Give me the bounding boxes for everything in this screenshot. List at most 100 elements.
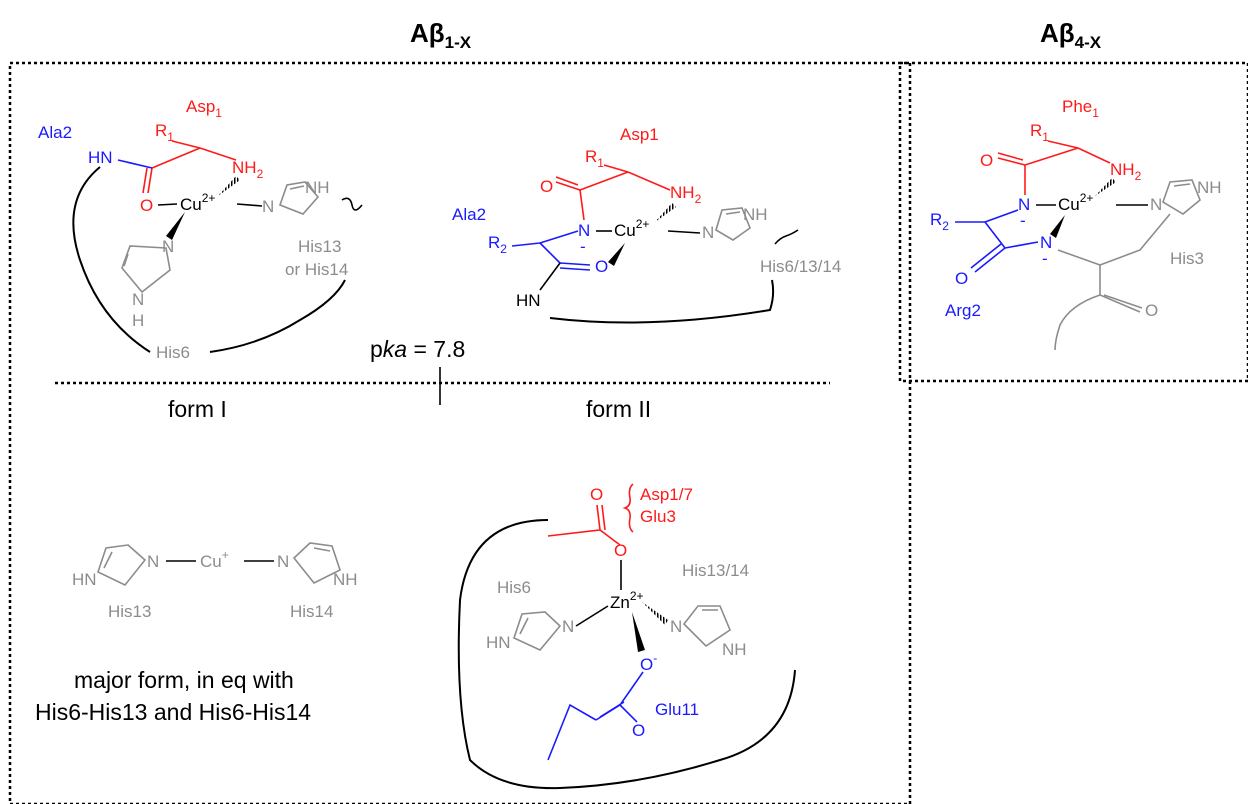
form2-bond-carbonyl-n — [579, 189, 585, 221]
form2-brace — [774, 229, 799, 245]
zn-hash-right — [642, 602, 668, 625]
form1-hash-nh2 — [218, 176, 240, 196]
form1-ala2-label: Ala2 — [38, 123, 72, 142]
ab4-bond-r1 — [1047, 140, 1079, 149]
ab4-bond-calpha-nh2 — [1077, 147, 1111, 164]
cu1-his14-label: His14 — [290, 602, 333, 621]
zn-carboxylate-bot — [547, 671, 644, 761]
form2-o2-label: O — [595, 257, 608, 276]
form2-bond-co-hn — [539, 262, 561, 291]
form2-bond-calpha-nh2 — [627, 171, 671, 191]
zn-his1314-label: His13/14 — [682, 561, 749, 580]
zn-his6-label: His6 — [497, 578, 531, 597]
form2-r2-label: R2 — [488, 233, 507, 256]
zn-imid-right — [682, 605, 731, 648]
zn-structure: O Asp1/7 Glu3 O His6 His13/14 Zn2+ HN N … — [457, 483, 796, 790]
form-i-structure: Asp1 R1 Ala2 HN O NH2 Cu2+ NH N N N H Hi — [38, 97, 363, 362]
form1-his6-label: His6 — [156, 343, 190, 362]
form1-o-label: O — [140, 196, 153, 215]
zn-imid-left — [513, 611, 562, 651]
ab4-wedge-n2 — [1050, 215, 1065, 238]
form1-peptide-chain — [72, 166, 151, 353]
form2-imid-n-label: N — [702, 223, 714, 242]
ab4-bond-co2-n2 — [1004, 241, 1039, 249]
caption-line1: major form, in eq with — [74, 667, 294, 693]
form2-ala2-label: Ala2 — [452, 205, 486, 224]
zn-n-left-label: N — [562, 617, 574, 636]
zn-wedge-o — [632, 612, 645, 652]
form2-nh2-label: NH2 — [670, 183, 702, 206]
form1-hn-label: HN — [88, 148, 113, 167]
form1-bond-carbonyl-n — [117, 159, 153, 169]
form1-nh2-label: NH2 — [232, 158, 264, 181]
form2-r1-label: R1 — [585, 147, 604, 170]
zn-hn-label: HN — [486, 633, 511, 652]
form2-bond-r1 — [603, 164, 629, 173]
ab4-o2-label: O — [955, 269, 968, 288]
form2-his-label: His6/13/14 — [760, 257, 841, 276]
cu1-imid-left — [97, 544, 147, 586]
ab4-n2-label: N — [1040, 233, 1052, 252]
form1-r1-label: R1 — [155, 121, 174, 144]
form1-imid-lower — [121, 245, 171, 294]
ab4-n2-minus: - — [1042, 249, 1048, 268]
form2-bond-calpha-co — [539, 242, 561, 264]
cu1-hn-label: HN — [72, 570, 97, 589]
zn-glu11-label: Glu11 — [655, 700, 699, 719]
form1-bond-cu-imid — [236, 203, 263, 207]
cu1-his13-label: His13 — [108, 602, 151, 621]
form1-cu-label: Cu2+ — [180, 191, 215, 214]
form1-imid2-n-label: N — [162, 237, 174, 256]
form2-bond-cu-imid — [667, 230, 701, 234]
ab4-n1-label: N — [1018, 195, 1030, 214]
cu1-n1-label: N — [147, 552, 159, 571]
ab4-r2-label: R2 — [930, 210, 949, 233]
ab4-o3-label: O — [1145, 301, 1158, 320]
ab4-n1-minus: - — [1020, 211, 1026, 230]
form1-imid-n-label: N — [262, 197, 274, 216]
ab4-phe-label: Phe1 — [1062, 97, 1099, 120]
zn-chain — [457, 519, 796, 790]
zn-glu3-label: Glu3 — [640, 507, 676, 526]
form2-bond-calpha-carbonyl — [579, 171, 629, 191]
zn-o-bot-label: O — [632, 721, 645, 740]
form2-label: form II — [586, 396, 651, 422]
ab4-imid-nh-label: NH — [1197, 178, 1222, 197]
form1-asp-label: Asp1 — [186, 97, 222, 120]
ab4-bond-calpha-co — [1024, 147, 1079, 166]
cu1-structure: HN N Cu+ N NH His13 His14 — [72, 542, 358, 621]
pka-label: pka = 7.8 — [370, 336, 465, 362]
form2-imid — [715, 207, 751, 241]
caption-line2: His6-His13 and His6-His14 — [35, 699, 311, 725]
form1-bond-carbonyl-o — [142, 167, 153, 194]
form1-imid-nh-label: NH — [305, 178, 330, 197]
left-heading: Aβ1-X — [410, 18, 472, 52]
form2-bond-r2 — [511, 242, 541, 247]
form2-bond-carbonyl-o — [555, 176, 581, 191]
ab4-r1-label: R1 — [1030, 121, 1049, 144]
form1-bond-calpha-nh2 — [199, 147, 237, 161]
ab4-bond-co2-o — [970, 243, 1006, 273]
form2-bond-co-o — [559, 262, 591, 271]
form1-his13-label: His13 — [298, 237, 341, 256]
form2-n-label: N — [578, 221, 590, 240]
ab4-chain — [1054, 294, 1101, 351]
form1-imid2-h-label: H — [132, 311, 144, 330]
form2-imid-nh-label: NH — [743, 205, 768, 224]
zn-nh-right-label: NH — [722, 640, 747, 659]
form2-wedge-o — [608, 243, 625, 266]
ab4-imid-n-label: N — [1150, 195, 1162, 214]
form2-asp-label: Asp1 — [620, 125, 659, 144]
ab4-cu-label: Cu2+ — [1058, 191, 1093, 214]
form2-hash-nh2 — [655, 203, 676, 222]
form2-o-label: O — [540, 177, 553, 196]
zn-n-right-label: N — [670, 617, 682, 636]
ab4-bond-co3 — [1099, 265, 1143, 313]
zn-o-mid-label: O — [614, 541, 627, 560]
left-panel-border — [8, 61, 912, 804]
form2-n-minus: - — [580, 237, 586, 256]
form1-imid2-nh-label: N — [132, 290, 144, 309]
ab4-bond-n-calpha — [984, 209, 1019, 223]
ab4-hash-nh2 — [1095, 178, 1116, 196]
